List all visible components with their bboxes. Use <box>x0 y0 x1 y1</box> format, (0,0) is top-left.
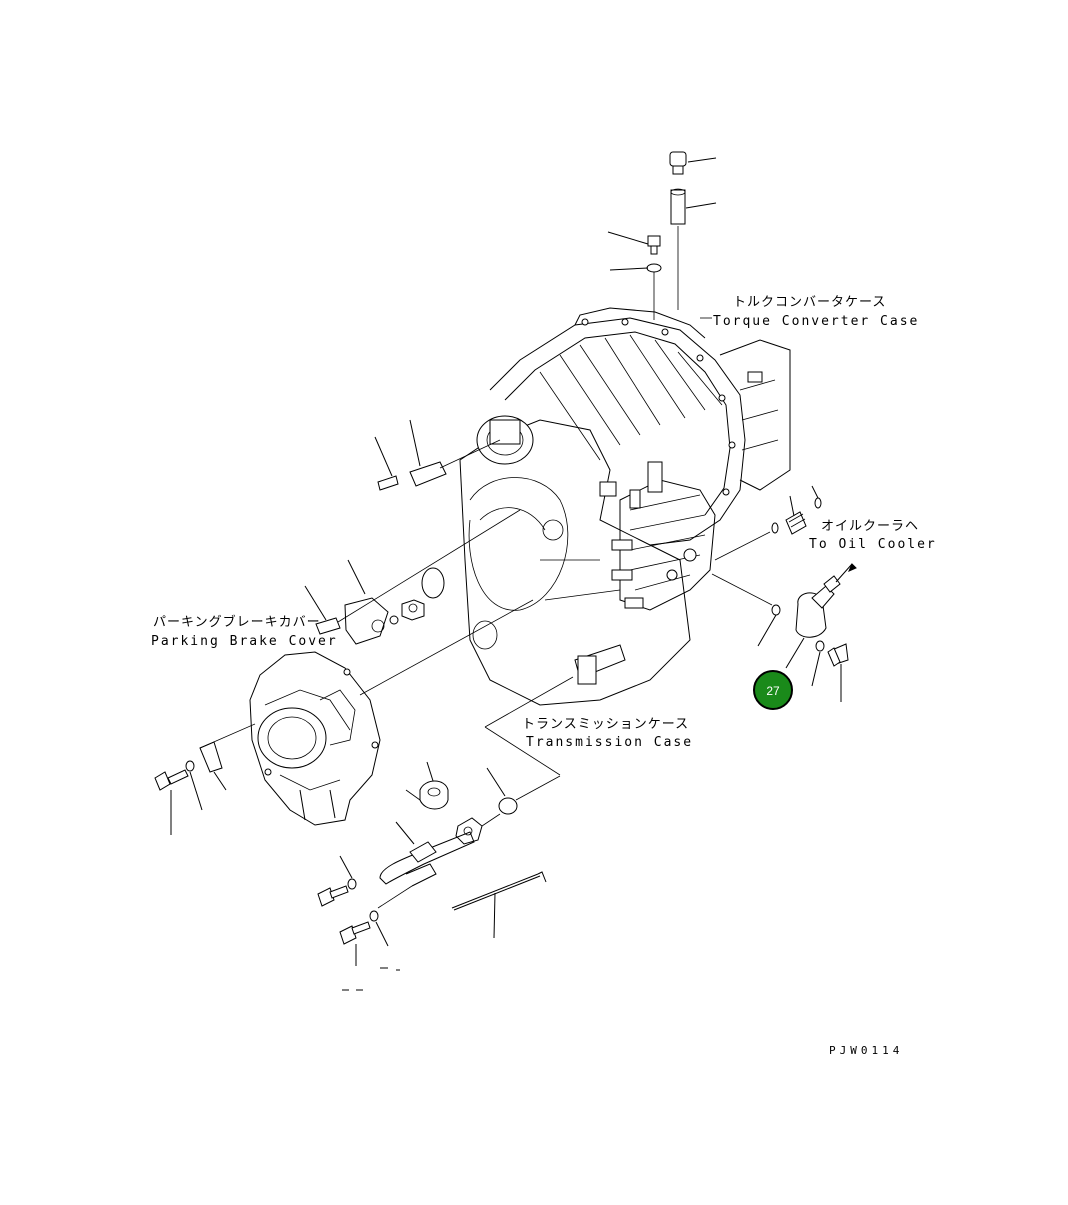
parking-brake-cover-label-en: Parking Brake Cover <box>151 634 338 649</box>
top-small-parts <box>607 151 717 320</box>
to-oil-cooler-label-jp: オイルクーラヘ <box>821 519 919 534</box>
callout-circle[interactable] <box>753 670 793 710</box>
parking-brake-label-group: パーキングブレーキカバー Parking Brake Cover <box>151 614 338 649</box>
drawing-code: PJW0114 <box>829 1044 903 1057</box>
bottom-bolts <box>317 855 400 991</box>
transmission-case-label-jp: トランスミッションケース <box>522 717 689 732</box>
parking-brake-small-parts <box>304 509 521 645</box>
transmission-case <box>459 415 691 706</box>
torque-converter-case <box>489 307 791 546</box>
torque-converter-case-label-en: Torque Converter Case <box>713 314 919 329</box>
parking-brake-cover-label-jp: パーキングブレーキカバー <box>153 614 321 630</box>
to-oil-cooler-label-en: To Oil Cooler <box>809 537 937 552</box>
lower-left-bolts <box>154 723 256 835</box>
callout-27-marker[interactable]: 27 <box>753 670 793 710</box>
strainer-and-pipe <box>377 761 561 909</box>
control-valve-assembly <box>599 461 716 611</box>
parking-brake-cover <box>249 599 534 826</box>
inspection-cover <box>374 419 501 491</box>
oil-cooler-outlet-parts <box>711 485 857 702</box>
oil-cooler-label-group: オイルクーラヘ To Oil Cooler <box>809 519 937 552</box>
torque-converter-case-label-jp: トルクコンバータケース <box>733 295 886 310</box>
dipstick <box>451 871 547 939</box>
transmission-label-group: トランスミッションケース Transmission Case <box>484 676 693 776</box>
torque-converter-label-group: トルクコンバータケース Torque Converter Case <box>700 295 919 329</box>
transmission-case-label-en: Transmission Case <box>526 735 693 750</box>
callout-number: 27 <box>766 684 780 698</box>
